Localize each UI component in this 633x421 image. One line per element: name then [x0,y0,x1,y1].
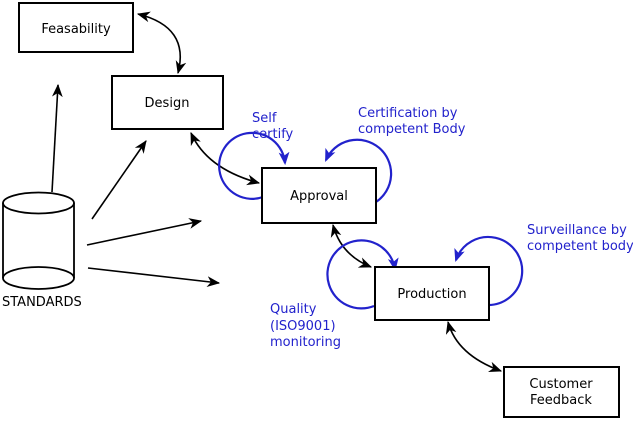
annotation-quality-monitoring: Quality (ISO9001) monitoring [270,302,341,350]
node-approval: Approval [261,167,377,224]
arrow-standards-to-production [87,267,221,288]
quality-line3: monitoring [270,335,341,350]
arrow-production-customer-feedback [445,320,503,373]
quality-line2: (ISO9001) [270,319,336,334]
self-loop-approval-certification [324,138,393,203]
arrow-standards-to-approval [86,218,203,246]
design-box [111,75,224,130]
standards-cylinder: STANDARDS [2,191,82,310]
customer-feedback-label-line2: Feedback [530,393,592,408]
surveillance-line1: Surveillance by [527,223,627,238]
self-certify-line2: certify [252,127,294,142]
feasability-box [18,2,134,53]
certification-line1: Certification by [358,106,458,121]
self-certify-line1: Self [252,111,277,126]
node-customer-feedback: Customer Feedback [503,366,620,418]
arrow-design-approval [190,132,261,186]
arrow-feasability-design [136,11,187,75]
customer-feedback-box [503,366,620,418]
approval-box [261,167,377,224]
approval-label: Approval [290,189,348,204]
cylinder-top-ellipse [2,191,75,215]
cylinder-bottom-ellipse [2,266,75,290]
customer-feedback-label-line1: Customer [529,377,593,392]
standards-label: STANDARDS [2,295,82,310]
design-label: Design [145,96,190,111]
production-box [374,266,490,321]
arrow-standards-to-design [91,140,147,220]
node-production: Production [374,266,490,321]
node-feasability: Feasability [18,2,134,53]
node-design: Design [111,75,224,130]
arrow-approval-production [330,223,373,268]
arrow-standards-to-feasability [51,83,63,193]
certification-line2: competent Body [358,122,466,137]
self-loop-approval-self-certify [218,131,290,200]
annotation-certification: Certification by competent Body [358,106,466,137]
self-loop-production-surveillance [454,235,524,307]
feasability-label: Feasability [41,22,111,37]
surveillance-line2: competent body [527,239,633,254]
annotation-surveillance: Surveillance by competent body [527,223,633,254]
production-label: Production [397,287,466,302]
quality-line1: Quality [270,302,317,317]
annotation-self-certify: Self certify [252,111,294,142]
self-loop-production-quality [326,239,399,310]
